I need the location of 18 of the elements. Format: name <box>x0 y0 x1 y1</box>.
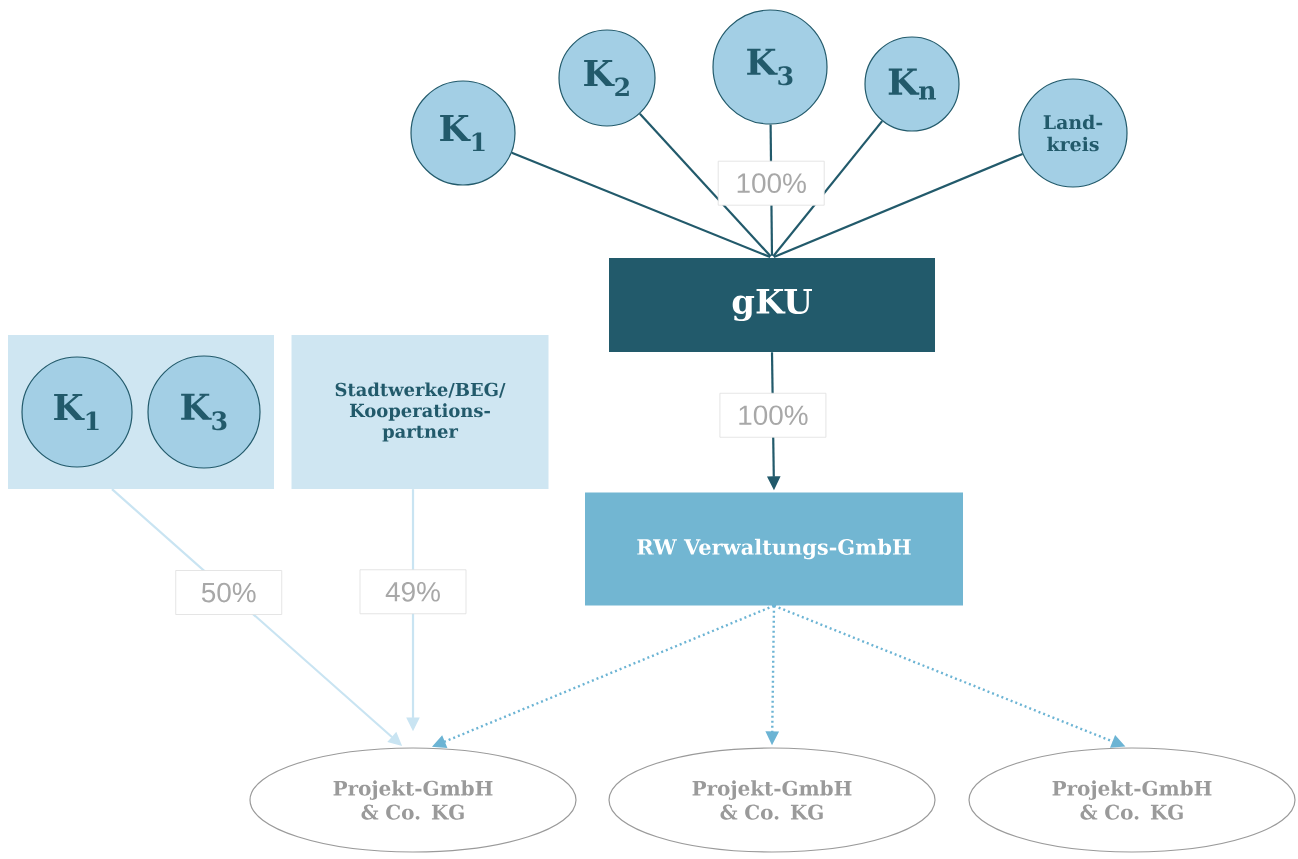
circle-node: K$_{1}$ <box>21 356 133 468</box>
circle-node: K$_{1}$ <box>410 80 516 186</box>
connector <box>773 152 1023 259</box>
org-box: gKU <box>609 258 935 352</box>
edge-label: 50% <box>175 570 283 615</box>
org-box: RW Verwaltungs-GmbH <box>585 492 963 606</box>
connector <box>639 113 772 258</box>
circle-node: K$_{2}$ <box>558 29 656 127</box>
edge-label: 100% <box>717 160 825 206</box>
circle-node: K$_{3}$ <box>147 355 261 469</box>
circle-node: Land-kreis <box>1018 78 1128 188</box>
partner-box: Stadtwerke/BEG/ Kooperations-partner <box>291 335 549 489</box>
edge-label: 100% <box>719 392 827 438</box>
connector <box>511 151 771 259</box>
edge-label: 49% <box>359 569 467 615</box>
circle-node: K$_{3}$ <box>712 9 828 125</box>
circle-node: K$_{n}$ <box>864 36 960 132</box>
connector <box>772 120 883 257</box>
